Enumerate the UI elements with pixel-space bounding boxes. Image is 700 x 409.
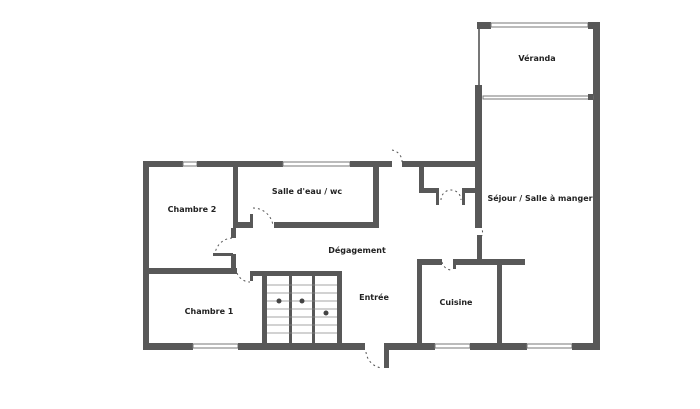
room-labels: Véranda Séjour / Salle à manger Chambre …	[168, 53, 593, 316]
door-swings	[214, 149, 484, 369]
room-label-chambre-2: Chambre 2	[168, 205, 217, 214]
walls	[143, 22, 600, 368]
stairs	[267, 284, 337, 334]
room-label-chambre-1: Chambre 1	[185, 307, 234, 316]
room-label-salle-eau: Salle d'eau / wc	[272, 187, 342, 196]
room-label-sejour: Séjour / Salle à manger	[487, 193, 592, 203]
room-label-veranda: Véranda	[518, 53, 555, 63]
room-label-entree: Entrée	[359, 292, 389, 302]
room-label-cuisine: Cuisine	[440, 298, 474, 307]
room-label-degagement: Dégagement	[328, 245, 386, 255]
